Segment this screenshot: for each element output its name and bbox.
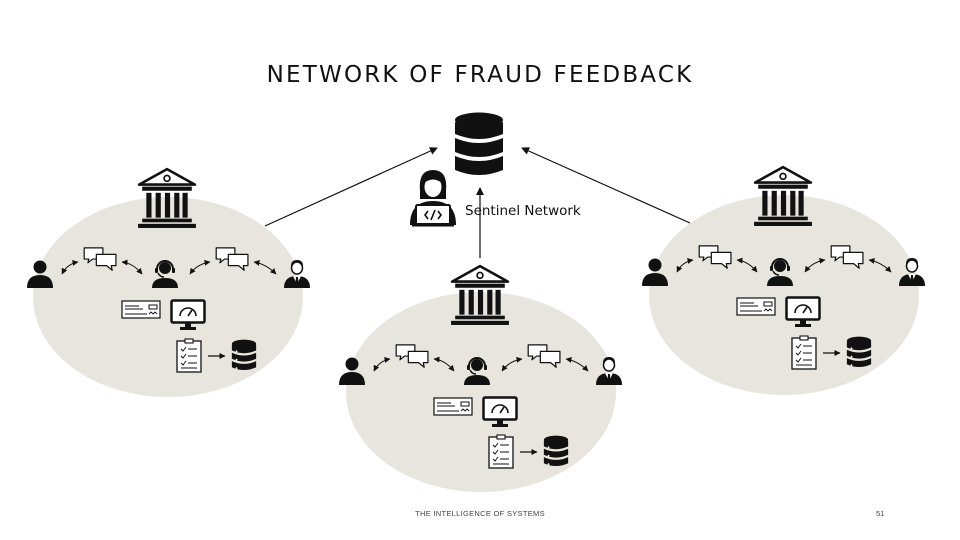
exchange-arrow-icon — [736, 257, 758, 273]
check-icon — [121, 300, 161, 319]
exchange-arrow-icon — [121, 259, 143, 275]
exchange-arrow-icon — [804, 257, 826, 273]
checklist-icon — [488, 434, 514, 469]
bank-cluster-center — [339, 264, 623, 492]
footer-text: THE INTELLIGENCE OF SYSTEMS — [415, 509, 545, 518]
exchange-arrow-icon — [61, 260, 79, 275]
exchange-arrow-icon — [433, 356, 455, 372]
exchange-arrow-icon — [501, 356, 523, 372]
bank-cluster-right — [642, 165, 926, 395]
check-icon — [736, 297, 776, 316]
exchange-arrow-icon — [189, 259, 211, 275]
developer-icon — [408, 168, 458, 228]
checklist-icon — [791, 335, 817, 370]
page-number: 51 — [876, 509, 885, 518]
bank-icon — [449, 264, 511, 326]
bank-cluster-left — [27, 167, 311, 397]
connection-right-to-hub — [521, 147, 691, 224]
connection-left-to-hub — [264, 147, 438, 227]
exchange-arrow-icon — [868, 257, 892, 273]
slide-title: NETWORK OF FRAUD FEEDBACK — [266, 62, 694, 88]
exchange-arrow-icon — [676, 258, 694, 273]
exchange-arrow-icon — [253, 259, 277, 275]
checklist-icon — [176, 338, 202, 373]
database-icon — [455, 112, 503, 175]
bank-icon — [136, 167, 198, 229]
exchange-arrow-icon — [565, 356, 589, 372]
exchange-arrow-icon — [373, 357, 391, 372]
bank-icon — [752, 165, 814, 227]
check-icon — [433, 397, 473, 416]
sentinel-network-label: Sentinel Network — [465, 203, 581, 219]
